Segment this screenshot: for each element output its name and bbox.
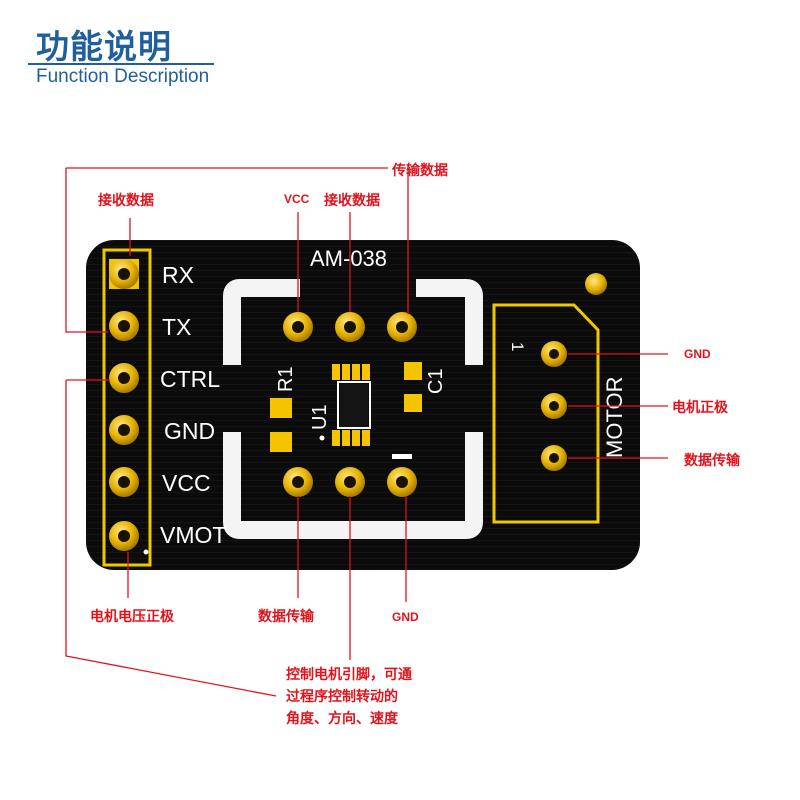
annotation-ctrl-note: 控制电机引脚，可通 过程序控制转动的 角度、方向、速度 — [286, 664, 412, 730]
annotation-data-bottom: 数据传输 — [258, 609, 314, 625]
chip-u1 — [332, 364, 371, 446]
page-subtitle: Function Description — [36, 66, 210, 87]
annotation-rx-receive: 接收数据 — [98, 193, 154, 209]
label-r1: R1 — [275, 366, 297, 392]
annotation-tx-transmit: 传输数据 — [392, 163, 448, 179]
header-frame — [102, 248, 152, 567]
board-name: AM-038 — [310, 246, 387, 271]
annotation-gnd-bottom: GND — [392, 610, 419, 624]
leader-lines — [65, 167, 668, 697]
annotation-motor-data: 数据传输 — [684, 453, 740, 469]
pin-label-vcc: VCC — [162, 470, 211, 496]
capacitor-pad-1 — [404, 362, 422, 380]
label-motor: MOTOR — [602, 377, 627, 458]
mounting-hole — [585, 273, 607, 295]
page-title: 功能说明 — [36, 27, 172, 66]
annotation-vmot: 电机电压正极 — [90, 609, 174, 625]
label-u1: U1 — [309, 404, 331, 430]
motor-connector-frame — [492, 303, 600, 524]
pin-label-gnd: GND — [164, 418, 215, 444]
pin-label-rx: RX — [162, 262, 194, 288]
label-c1: C1 — [425, 368, 447, 394]
annotation-receive-top: 接收数据 — [324, 193, 380, 209]
annotation-vcc: VCC — [284, 192, 310, 206]
capacitor-pad-2 — [404, 394, 422, 412]
resistor-pad-2 — [270, 432, 292, 452]
label-pin1: 1 — [508, 342, 527, 351]
ctrl-note-line-1: 控制电机引脚，可通 — [286, 667, 412, 683]
pin-label-tx: TX — [162, 314, 191, 340]
pin-label-vmot: VMOT — [160, 522, 226, 548]
annotation-motor-positive: 电机正极 — [672, 400, 728, 416]
ctrl-note-line-2: 过程序控制转动的 — [286, 689, 398, 705]
title-underline — [28, 63, 214, 65]
pin-header-left — [109, 259, 149, 555]
annotation-motor-gnd: GND — [684, 347, 711, 361]
resistor-pad-1 — [270, 398, 292, 418]
silkscreen-frame — [223, 279, 483, 539]
pin-label-ctrl: CTRL — [160, 366, 220, 392]
ctrl-note-line-3: 角度、方向、速度 — [286, 711, 398, 727]
